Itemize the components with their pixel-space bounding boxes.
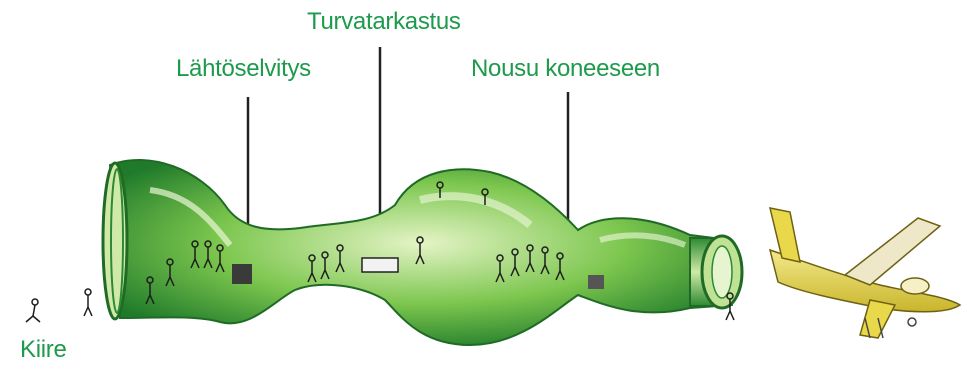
security-desk (362, 258, 398, 272)
checkin-desk (232, 264, 252, 284)
bottle-body (110, 160, 732, 345)
gate-desk (588, 275, 604, 289)
plane-wheel (908, 318, 916, 326)
plane-cockpit (901, 278, 929, 294)
airplane (770, 208, 960, 338)
plane-wing-upper (845, 218, 940, 285)
